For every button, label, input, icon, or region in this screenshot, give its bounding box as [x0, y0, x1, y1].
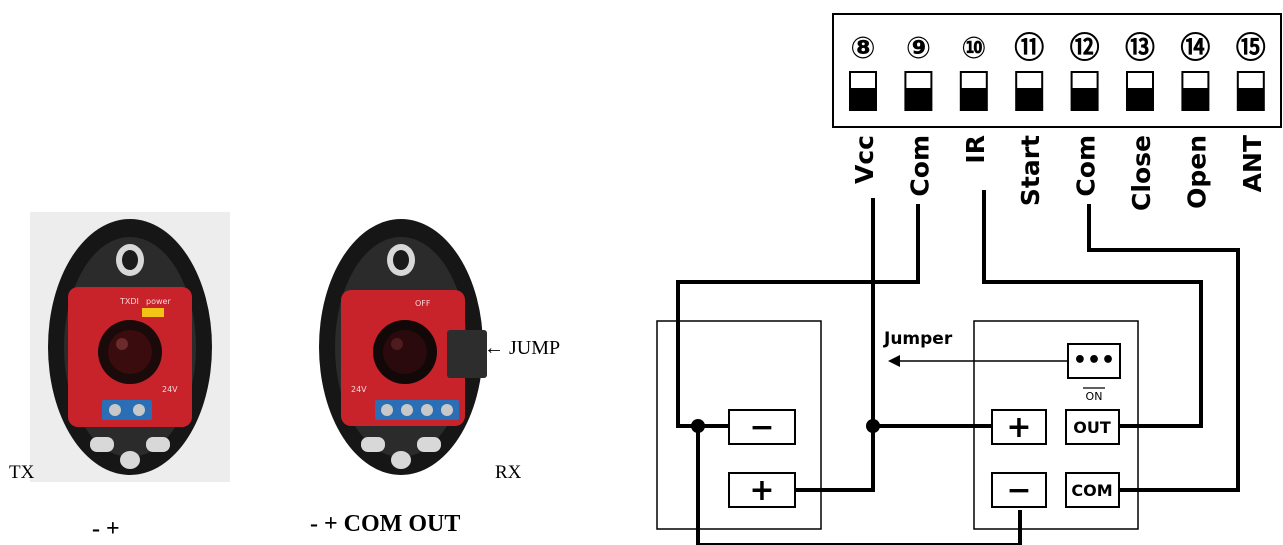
junction-dot-right: [866, 419, 880, 433]
rx-label: RX: [495, 462, 522, 483]
terminal-label: Com: [905, 135, 934, 197]
tx-plus-symbol: +: [749, 473, 774, 508]
rx-plus-terminal: [991, 409, 1047, 445]
wire-com-com: [1087, 204, 1240, 492]
terminal-number: ⑭: [1180, 31, 1210, 66]
tx-plus-terminal: [728, 472, 796, 508]
terminal-label: IR: [961, 135, 990, 164]
terminal-block-terminals: ⑧ Vcc ⑨ Com ⑩ IR ⑪ Start ⑫ Com ⑬ Close ⑭ Open ⑮ ANT: [849, 31, 1267, 211]
wire-com: [676, 204, 920, 428]
tx-minus-symbol: −: [749, 410, 774, 445]
wire-vcc: [795, 198, 875, 492]
arrow-left-icon: ←: [484, 337, 504, 359]
terminal-number: ⑧: [850, 31, 875, 66]
jumper-pins: •••: [1073, 348, 1115, 373]
terminal-switch-fill: [850, 88, 876, 110]
rx-minus-terminal: [991, 472, 1047, 508]
rx-screw-terminal: [375, 400, 459, 420]
arrow-left-icon: [888, 355, 900, 367]
tx-box: [656, 320, 822, 530]
rx-photo: OFF 24V: [305, 212, 505, 482]
tx-photo: TXDI power 24V: [30, 212, 230, 482]
rx-out-terminal: [1065, 409, 1120, 445]
tx-terminal-caption: - +: [92, 516, 120, 542]
tx-power-silk: power: [146, 297, 171, 306]
terminal-switch-fill: [1127, 88, 1153, 110]
jumper-label: Jumper: [883, 329, 953, 349]
tx-volt-silk: 24V: [162, 385, 178, 394]
terminal-label: Open: [1182, 135, 1211, 209]
tx-device-image: TXDI power 24V: [30, 212, 230, 482]
wire-ir-out: [982, 190, 1203, 428]
jump-pointer: ← JUMP: [484, 337, 560, 360]
terminal-label: Vcc: [850, 135, 879, 184]
terminal-switch-fill: [1016, 88, 1043, 110]
tx-minus-terminal: [728, 409, 796, 445]
junction-dot-left: [691, 419, 705, 433]
terminal-switch-fill: [905, 88, 932, 110]
terminal-number: ⑫: [1070, 31, 1100, 66]
wire-rx-minus: [698, 510, 1022, 545]
rx-device-image: OFF 24V: [305, 212, 505, 482]
rx-terminal-caption: - + COM OUT: [310, 511, 461, 537]
rx-volt-silk: 24V: [351, 385, 367, 394]
rx-plus-symbol: +: [1006, 410, 1031, 445]
rx-box: [973, 320, 1139, 530]
jump-label: JUMP: [509, 337, 561, 359]
terminal-switch-fill: [1071, 88, 1098, 110]
terminal-number: ⑨: [906, 31, 931, 66]
terminal-number: ⑩: [961, 31, 986, 66]
terminal-switch-fill: [1182, 88, 1209, 110]
jumper-on-label: ON: [1086, 390, 1103, 403]
tx-label: TX: [9, 462, 35, 483]
terminal-switch-fill: [960, 88, 987, 110]
terminal-number: ⑪: [1014, 31, 1044, 66]
terminal-switch-fill: [1237, 88, 1264, 110]
rx-out-label: OUT: [1073, 418, 1111, 437]
terminal-label: Start: [1016, 135, 1045, 206]
terminal-label: Com: [1072, 135, 1101, 197]
rx-com-terminal: [1065, 472, 1120, 508]
rx-com-label: COM: [1071, 481, 1112, 500]
terminal-label: ANT: [1238, 135, 1267, 192]
terminal-block: [832, 13, 1282, 128]
jumper-header: [1067, 343, 1121, 379]
rx-minus-symbol: −: [1006, 473, 1031, 508]
rx-relay: [447, 330, 487, 378]
terminal-label: Close: [1127, 135, 1156, 211]
tx-board-silk: TXDI: [119, 297, 139, 306]
terminal-number: ⑮: [1236, 31, 1266, 66]
terminal-number: ⑬: [1125, 31, 1155, 66]
rx-board-silk: OFF: [415, 299, 431, 308]
